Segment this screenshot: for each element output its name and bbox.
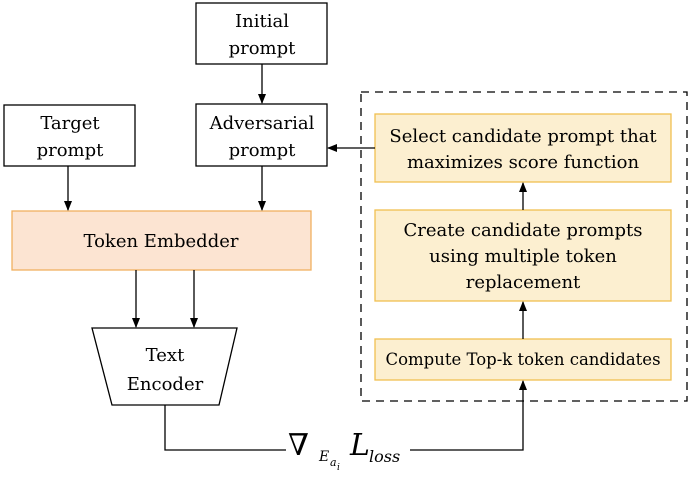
create-candidates-label-line2: using multiple token [429,246,617,267]
gradient-subscript-a: a [330,456,337,469]
select-candidate-node: Select candidate prompt that maximizes s… [374,113,672,183]
gradient-subscript-e: E [318,449,329,465]
arrows [64,64,527,451]
nabla-symbol: ∇ [288,428,309,463]
gradient-label: ∇ E a i L loss [288,428,400,473]
select-candidate-label-line2: maximizes score function [407,152,640,173]
create-candidates-node: Create candidate prompts using multiple … [374,209,672,302]
loss-symbol: L [349,428,370,463]
text-encoder-label-line2: Encoder [127,374,204,395]
target-prompt-label-line1: Target [40,113,100,134]
token-embedder-node: Token Embedder [11,210,312,271]
text-encoder-node: Text Encoder [91,327,238,406]
optimization-loop-container [360,91,688,402]
gradient-line-left [164,405,286,451]
initial-prompt-label-line1: Initial [235,11,289,32]
token-embedder-label: Token Embedder [83,231,238,252]
compute-topk-label: Compute Top-k token candidates [385,350,660,369]
initial-prompt-node: Initial prompt [195,2,328,65]
compute-topk-node: Compute Top-k token candidates [374,338,672,381]
target-prompt-label-line2: prompt [37,140,105,161]
adversarial-prompt-label-line1: Adversarial [209,113,315,134]
loss-subscript: loss [369,447,400,466]
gradient-line-right [410,380,527,451]
adversarial-prompt-node: Adversarial prompt [195,103,328,167]
text-encoder-label-line1: Text [146,345,185,366]
target-prompt-node: Target prompt [3,104,136,167]
initial-prompt-label-line2: prompt [229,38,297,59]
create-candidates-label-line1: Create candidate prompts [404,220,643,241]
create-candidates-label-line3: replacement [466,272,581,293]
select-candidate-label-line1: Select candidate prompt that [389,126,657,147]
adversarial-prompt-label-line2: prompt [229,140,297,161]
gradient-subscript-i: i [337,463,340,473]
